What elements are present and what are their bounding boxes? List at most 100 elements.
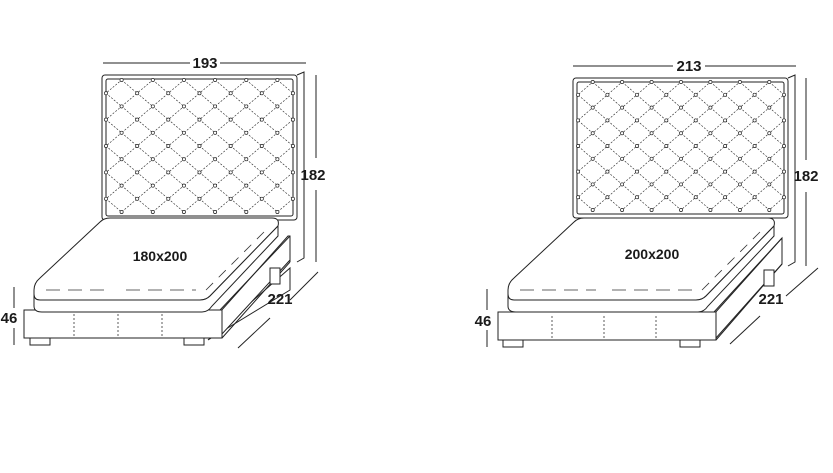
headboard-side-1	[296, 71, 305, 263]
tuft-button	[135, 170, 140, 175]
tuft-button	[634, 118, 639, 123]
tuft-button	[213, 130, 218, 135]
tuft-button	[259, 196, 264, 201]
tuft-button	[259, 170, 264, 175]
length-dimension-line-1	[237, 317, 271, 349]
tuft-button	[767, 131, 772, 136]
tuft-button	[291, 91, 295, 96]
tuft-button	[590, 208, 595, 212]
tuft-button	[737, 156, 742, 161]
tuft-button	[119, 157, 124, 162]
tuft-button	[634, 169, 639, 174]
tuft-button	[291, 117, 295, 122]
tuft-button	[197, 117, 202, 122]
tuft-diamond	[105, 106, 138, 134]
tuft-button	[708, 131, 713, 136]
tuft-button	[119, 183, 124, 188]
tuft-button	[679, 208, 683, 212]
tuft-button	[197, 196, 202, 201]
tuft-button	[119, 130, 124, 135]
tuft-diamond	[136, 158, 169, 186]
tuft-button	[782, 195, 786, 200]
tuft-diamond	[105, 79, 138, 107]
tuft-button	[620, 182, 625, 187]
tuft-button	[649, 80, 654, 84]
tuft-button	[259, 144, 264, 148]
length-dimension-line-2b	[785, 267, 819, 297]
length-dimension-line-2	[729, 315, 761, 345]
tuft-button	[275, 104, 280, 109]
tuft-button	[693, 144, 698, 148]
tuft-button	[576, 195, 580, 200]
leg-back-right-2	[763, 269, 775, 287]
tuft-diamond	[261, 132, 294, 160]
tuft-button	[275, 78, 280, 82]
tuft-button	[104, 196, 108, 201]
tuft-button	[664, 118, 669, 123]
tuft-diamond	[199, 158, 232, 186]
tuft-button	[605, 92, 610, 97]
tuft-diamond	[136, 106, 169, 134]
tuft-button	[275, 210, 280, 214]
length-dimension-line-1b	[289, 271, 319, 301]
tuft-button	[664, 195, 669, 200]
tuft-button	[244, 183, 249, 188]
tuft-button	[708, 156, 713, 161]
tuft-button	[649, 208, 654, 212]
tuft-button	[228, 170, 233, 175]
tuft-button	[119, 104, 124, 109]
mattress-side-1	[33, 224, 279, 313]
leg-front-right-1	[183, 337, 205, 346]
tuft-button	[679, 182, 683, 187]
tuft-diamond	[167, 79, 200, 107]
tuft-button	[634, 195, 639, 200]
tuft-button	[291, 196, 295, 201]
tuft-button	[119, 78, 124, 82]
tuft-button	[752, 92, 757, 97]
tuft-button	[620, 156, 625, 161]
tuft-button	[150, 104, 155, 109]
tuft-button	[679, 156, 683, 161]
tuft-button	[181, 104, 186, 109]
tuft-diamond	[230, 106, 263, 134]
tuft-diamond	[230, 185, 263, 213]
tuft-button	[576, 118, 580, 123]
tuft-button	[767, 105, 772, 110]
tuft-button	[708, 80, 713, 84]
tuft-button	[605, 169, 610, 174]
tuft-button	[590, 156, 595, 161]
tuft-diamond	[199, 185, 232, 213]
tuft-diamond	[230, 158, 263, 186]
tuft-button	[752, 144, 757, 148]
tuft-button	[723, 195, 728, 200]
tuft-button	[723, 92, 728, 97]
tuft-button	[135, 196, 140, 201]
tuft-button	[228, 91, 233, 96]
tuft-button	[104, 117, 108, 122]
tuft-button	[150, 210, 155, 214]
tuft-button	[693, 169, 698, 174]
tuft-button	[737, 80, 742, 84]
tuft-button	[620, 208, 625, 212]
tuft-button	[737, 208, 742, 212]
mattress-seam-2c	[701, 229, 763, 291]
tuft-diamond	[136, 185, 169, 213]
tuft-button	[104, 170, 108, 175]
tuft-button	[275, 183, 280, 188]
tuft-button	[181, 78, 186, 82]
tuft-button	[708, 208, 713, 212]
tuft-button	[213, 183, 218, 188]
tuft-button	[708, 182, 713, 187]
tuft-button	[693, 92, 698, 97]
base-front-2	[497, 311, 717, 341]
tuft-button	[576, 92, 580, 97]
tuft-diamond	[167, 185, 200, 213]
tuft-button	[228, 196, 233, 201]
headboard-tufting-2	[576, 80, 786, 212]
tuft-button	[197, 91, 202, 96]
tuft-button	[213, 104, 218, 109]
length-label-1: 221	[267, 291, 292, 308]
tuft-button	[782, 169, 786, 174]
tuft-button	[634, 92, 639, 97]
